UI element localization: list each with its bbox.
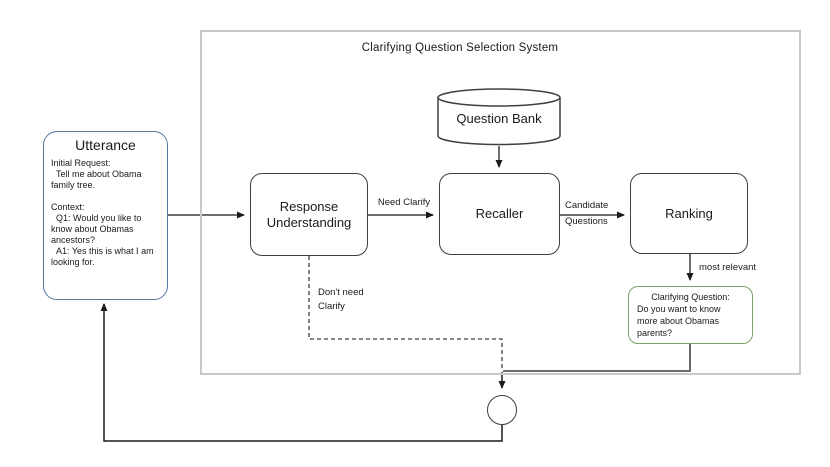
need-clarify-label: Need Clarify bbox=[377, 197, 431, 208]
utterance-line bbox=[51, 191, 163, 202]
clarifying-line: Do you want to know bbox=[637, 304, 721, 314]
clarifying-line: more about Obamas bbox=[637, 316, 720, 326]
clarifying-line: parents? bbox=[637, 328, 673, 338]
most-relevant-label: most relevant bbox=[699, 262, 757, 273]
utterance-line: family tree. bbox=[51, 180, 96, 190]
question-bank-label: Question Bank bbox=[456, 111, 542, 126]
system-boundary bbox=[200, 30, 801, 375]
recaller-box: Recaller bbox=[439, 173, 560, 255]
system-title: Clarifying Question Selection System bbox=[361, 42, 559, 54]
utterance-line: know about Obamas bbox=[51, 224, 134, 234]
utterance-body: Initial Request: Tell me about Obama fam… bbox=[44, 153, 167, 268]
utterance-box: Utterance Initial Request: Tell me about… bbox=[43, 131, 168, 300]
utterance-line: ancestors? bbox=[51, 235, 96, 245]
dont-need-clarify-label: Don't need bbox=[318, 287, 364, 298]
clarifying-line: Clarifying Question: bbox=[651, 292, 730, 302]
utterance-line: Context: bbox=[51, 202, 85, 212]
response-understanding-box: Response Understanding bbox=[250, 173, 368, 256]
utterance-line: A1: Yes this is what I am bbox=[51, 246, 154, 256]
utterance-line: Tell me about Obama bbox=[51, 169, 142, 179]
utterance-line: looking for. bbox=[51, 257, 95, 267]
dont-need-clarify-label: Clarify bbox=[318, 301, 345, 312]
junction-circle bbox=[487, 395, 517, 425]
ranking-box: Ranking bbox=[630, 173, 748, 254]
clarifying-question-box: Clarifying Question: Do you want to know… bbox=[628, 286, 753, 344]
utterance-line: Q1: Would you like to bbox=[51, 213, 142, 223]
candidate-questions-label: Candidate bbox=[565, 200, 609, 211]
candidate-questions-label: Questions bbox=[565, 216, 608, 227]
utterance-title: Utterance bbox=[75, 137, 136, 153]
utterance-line: Initial Request: bbox=[51, 158, 111, 168]
